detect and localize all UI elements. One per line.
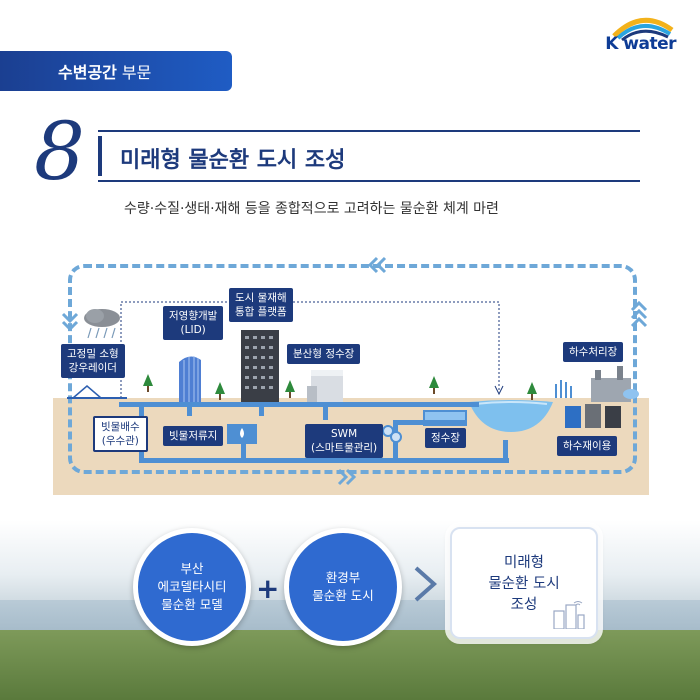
chevron-right-icon [414, 566, 438, 602]
label-reuse: 하수재이용 [557, 436, 618, 457]
tree-icon [429, 376, 439, 394]
section-tag-bold: 수변공간 [58, 63, 117, 82]
result-text: 미래형 물순환 도시 조성 [488, 555, 560, 614]
label-platform: 도시 물재해 통합 플랫폼 [229, 288, 293, 323]
label-lid: 저영향개발 (LID) [163, 306, 224, 341]
distributed-plant-icon [307, 370, 343, 402]
section-tag: 수변공간 부문 [0, 51, 232, 91]
plus-sign: + [256, 572, 280, 605]
label-radar: 고정밀 소형 강우레이더 [61, 344, 125, 379]
smart-city-icon [553, 601, 585, 629]
reservoir-icon [469, 400, 553, 432]
storage-tank-icon [227, 424, 257, 444]
title-accent [98, 136, 102, 176]
sewage-plant-icon [591, 366, 639, 402]
bridge-icon [67, 385, 127, 399]
pipe-lid [187, 402, 192, 416]
pipe-storage [241, 440, 246, 462]
lid-building-icon [179, 356, 201, 404]
tree-icon [143, 374, 153, 392]
tree-icon [527, 382, 537, 400]
circle-busan-text: 부산 에코델타시티 물순환 모델 [157, 560, 227, 613]
tree-icon [285, 380, 295, 398]
gear-icon [382, 425, 402, 443]
result-box: 미래형 물순환 도시 조성 [450, 527, 598, 639]
tree-icon [215, 382, 225, 400]
pipe-lower [139, 458, 509, 463]
section-tag-light: 부문 [121, 63, 152, 82]
circle-moe-text: 환경부 물순환 도시 [312, 569, 374, 603]
label-water-plant: 정수장 [425, 428, 466, 449]
pipe-platform [259, 402, 264, 416]
circle-moe-city: 환경부 물순환 도시 [284, 528, 402, 646]
page-title: 미래형 물순환 도시 조성 [120, 148, 346, 173]
rain-cloud-icon [84, 309, 120, 339]
kwater-logo-icon [612, 17, 674, 42]
label-storage: 빗물저류지 [163, 426, 224, 447]
pipe-treatment-in [393, 420, 429, 425]
pipe-treatment [503, 440, 508, 462]
chevron-right-icon [337, 468, 357, 486]
section-number: 8 [34, 105, 85, 198]
chevron-down-icon [61, 312, 79, 332]
reuse-plant-icon [565, 404, 621, 428]
fountain-icon [555, 380, 572, 398]
label-distributed-plant: 분산형 정수장 [287, 344, 361, 365]
logo-text: K water [605, 34, 676, 54]
chevron-left-icon [367, 256, 387, 274]
circle-busan-model: 부산 에코델타시티 물순환 모델 [133, 528, 251, 646]
pipe-upper [119, 402, 479, 407]
chevron-up-icon [630, 300, 648, 328]
page-subtitle: 수량·수질·생태·재해 등을 종합적으로 고려하는 물순환 체계 마련 [124, 201, 499, 217]
treatment-tank-icon [423, 410, 467, 426]
label-drain: 빗물배수 (우수관) [93, 416, 148, 453]
label-sewage-plant: 하수처리장 [563, 342, 624, 363]
water-cycle-diagram: 고정밀 소형 강우레이더 저영향개발 (LID) 도시 물재해 통합 플랫폼 분… [53, 250, 649, 495]
label-swm: SWM (스마트물관리) [305, 424, 384, 459]
platform-building-icon [241, 330, 279, 406]
pipe-plant [323, 402, 328, 420]
title-bar: 미래형 물순환 도시 조성 [98, 130, 640, 182]
